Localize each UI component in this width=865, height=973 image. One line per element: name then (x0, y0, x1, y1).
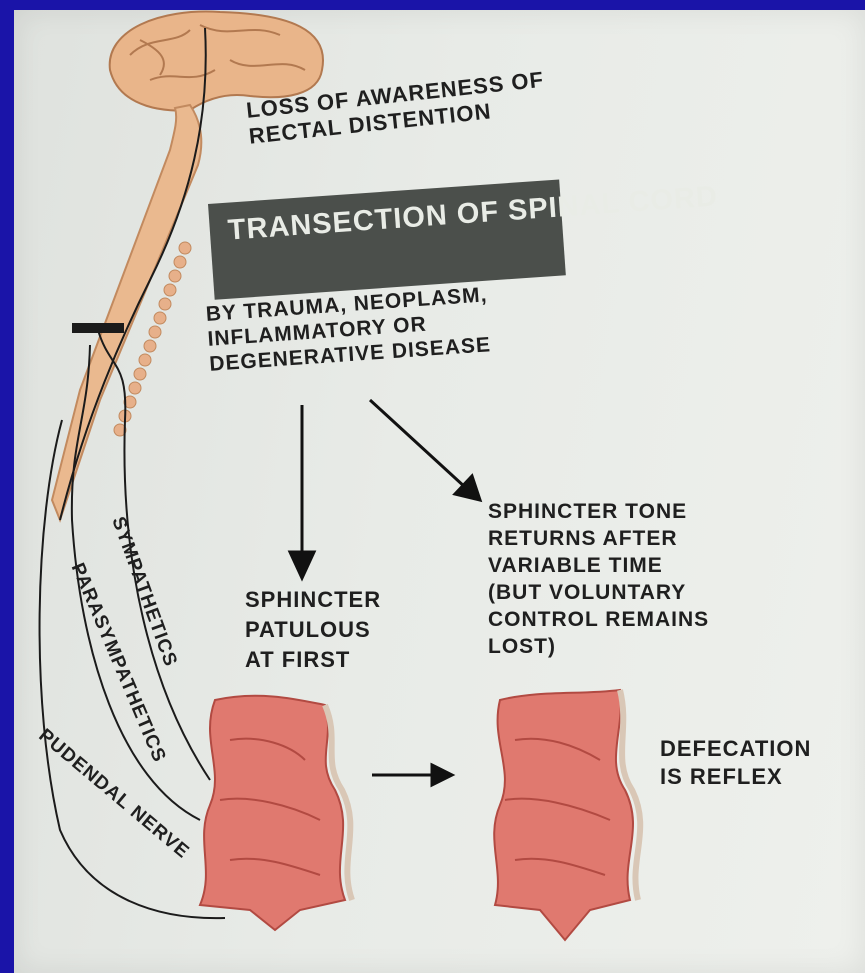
sphincter-tone-label: SPHINCTER TONE RETURNS AFTER VARIABLE TI… (488, 498, 709, 660)
defecation-reflex-label: DEFECATION IS REFLEX (660, 735, 811, 791)
rectum-reflex-illustration (494, 690, 640, 940)
rectum-patulous-illustration (200, 696, 352, 930)
sphincter-patulous-label: SPHINCTER PATULOUS AT FIRST (245, 585, 381, 675)
